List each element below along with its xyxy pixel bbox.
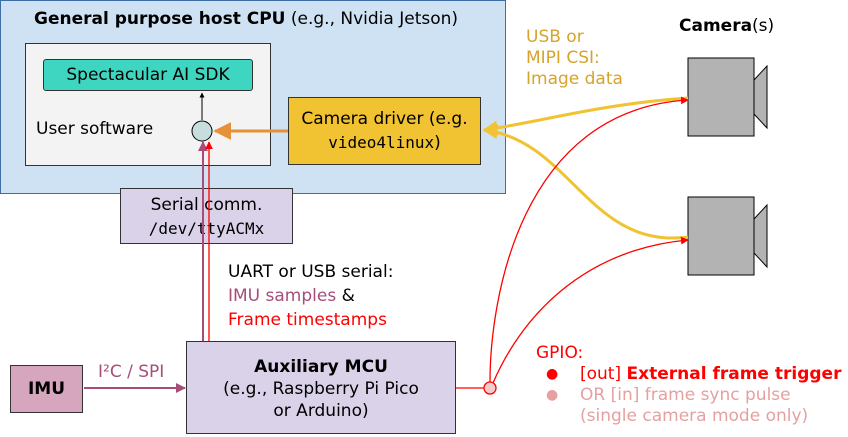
trigger-line-camera-1 [489,96,689,383]
camera-driver-box: Camera driver (e.g. video4linux) [288,97,481,165]
imu-box: IMU [10,365,83,413]
gpio-label: GPIO: ●[out] External frame trigger ●OR … [536,343,842,426]
usb-link-camera-2 [482,124,689,240]
camera-driver-label: Camera driver (e.g. [301,109,468,129]
host-title: General purpose host CPU (e.g., Nvidia J… [34,9,459,29]
camera-1-icon [687,57,768,137]
trigger-line-camera-2 [492,236,689,384]
bullet-icon: ● [546,366,559,382]
user-software-node [191,120,213,142]
serial-comm-box: Serial comm. /dev/ttyACMx [120,188,293,244]
auxiliary-mcu-box: Auxiliary MCU (e.g., Raspberry Pi Pico o… [186,341,456,434]
frame-timestamps-label: Frame timestamps [228,310,387,330]
tty-device-code: /dev/ttyACMx [148,219,265,238]
camera-2-icon [687,196,768,276]
mcu-title: Auxiliary MCU [254,357,388,377]
imu-samples-label: IMU samples [228,286,337,306]
i2c-spi-label: I²C / SPI [98,362,165,382]
camera-title: Camera(s) [679,16,775,36]
usb-link-camera-1 [482,96,689,136]
spectacular-ai-sdk-box: Spectacular AI SDK [43,59,253,91]
video4linux-code: video4linux [328,133,435,152]
user-software-label: User software [36,119,154,139]
gpio-node [483,381,497,395]
bullet-icon: ● [546,387,559,403]
uart-label: UART or USB serial: IMU samples & Frame … [228,262,394,330]
serial-comm-label: Serial comm. [150,195,263,215]
